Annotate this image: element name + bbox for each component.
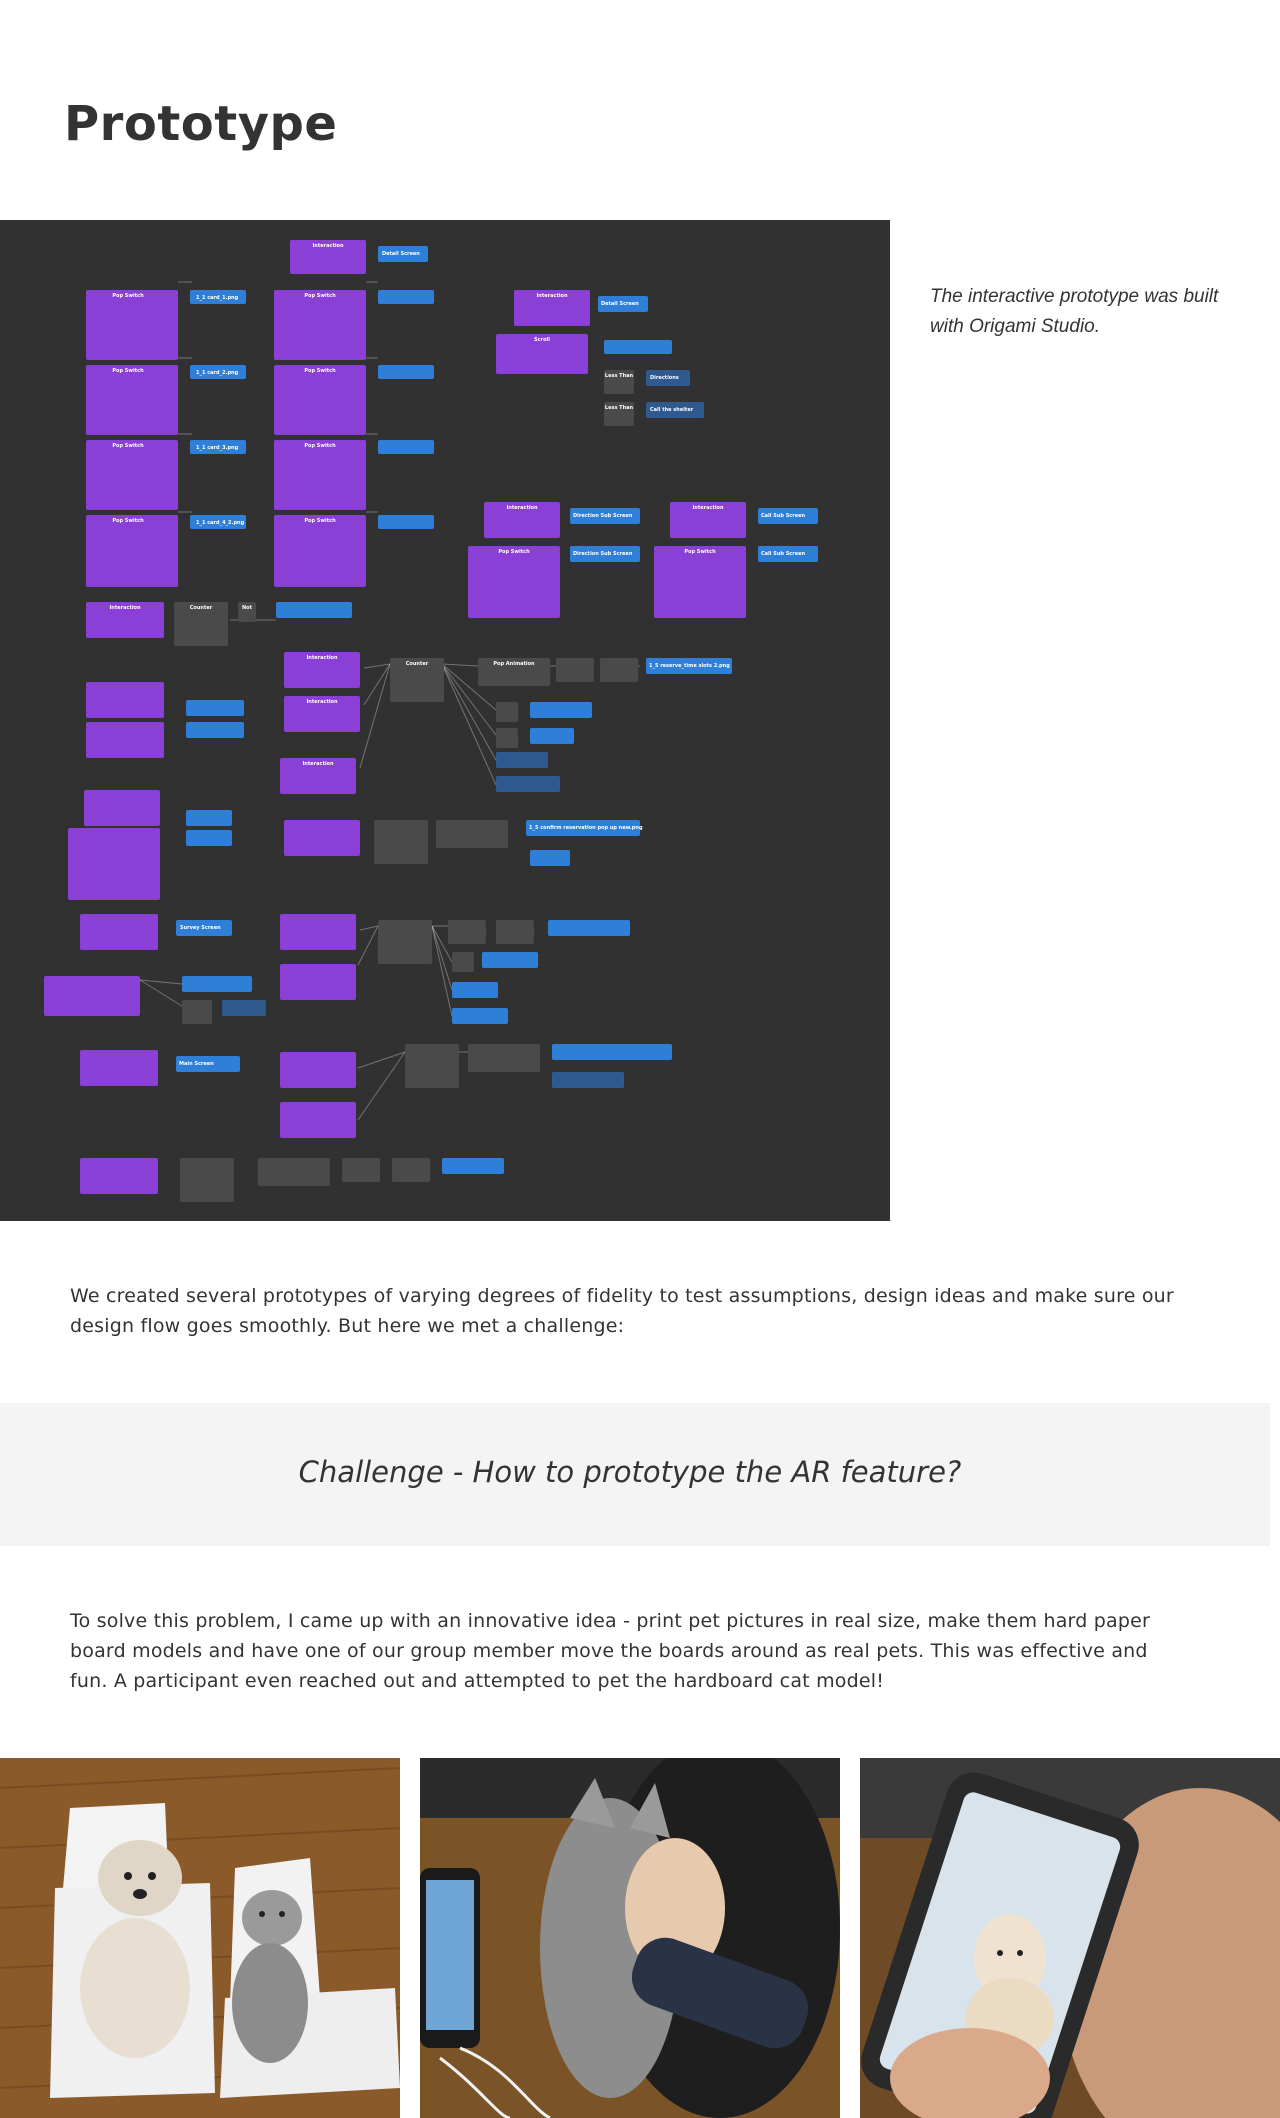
detail-cluster: Interaction Detail Screen Scroll Less Th… [496,290,704,426]
patch-call-shelter: Call the shelter [650,407,694,413]
sub-screen-cluster: Interaction Pop Switch Direction Sub Scr… [468,502,818,618]
patch-image-4: 1_1 card_4_2.png [196,520,245,526]
origami-prototype-canvas: Pop Switch Pop Switch Pop Switch Pop Swi… [0,220,890,1221]
patch-interaction-r3: Interaction [302,761,334,767]
patch-confirm-popup: 1_5 confirm reservation pop up new.png [529,825,643,831]
patch-survey-screen: Survey Screen [180,925,221,931]
patch-call-sub-1: Call Sub Screen [761,513,806,519]
patch-image-3: 1_1 card_3.png [196,445,239,451]
patch-direction-sub-1: Direction Sub Screen [573,513,633,519]
patch-interaction-a: Interaction [109,605,141,611]
photo-petting-cat-model [420,1758,840,2118]
patch-interaction-detail: Interaction [536,293,568,299]
patch-pop-switch-1: Pop Switch [112,293,144,299]
paper-dog-model [50,1803,215,2098]
photo-phone-ar-dog [860,1758,1280,2118]
patch-interaction-r2: Interaction [306,699,338,705]
patch-pop-switch-7: Pop Switch [304,443,336,449]
patch-detail-screen-top: Detail Screen [382,251,420,257]
patch-pop-switch-4: Pop Switch [112,518,144,524]
patch-pop-switch-6: Pop Switch [304,368,336,374]
patch-not-a: Not [242,605,253,611]
challenge-band: Challenge - How to prototype the AR feat… [0,1403,1270,1546]
reservation-cluster: Interaction Interaction Interaction Coun… [280,652,732,866]
patch-pop-switch-8: Pop Switch [304,518,336,524]
patch-pop-switch-3: Pop Switch [112,443,144,449]
patch-image-2: 1_1 card_2.png [196,370,239,376]
patch-counter-a: Counter [190,605,213,611]
phone-in-hand [420,1868,480,2048]
patch-pop-switch-2: Pop Switch [112,368,144,374]
patch-directions: Directions [650,375,679,381]
lower-cluster [280,914,672,1138]
patch-interaction-r1: Interaction [306,655,338,661]
challenge-title: Challenge - How to prototype the AR feat… [298,1455,962,1489]
patch-pop-switch-direction: Pop Switch [498,549,530,555]
patch-scroll: Scroll [534,337,550,343]
pop-switch-column-right: Interaction Detail Screen Pop Switch Pop… [274,240,434,587]
patch-connections [139,281,640,1121]
page-title: Prototype [64,96,338,152]
patch-less-than-2: Less Than [605,405,634,411]
photo-paper-pet-models [0,1758,400,2118]
patch-pop-switch-call: Pop Switch [684,549,716,555]
patch-interaction-direction: Interaction [506,505,538,511]
prototype-caption: The interactive prototype was built with… [930,286,1219,337]
paper-cat-model [220,1858,400,2098]
patch-call-sub-2: Call Sub Screen [761,551,806,557]
patch-image-1: 1_1 card_1.png [196,295,239,301]
list-cluster: Survey Screen Main Screen [44,682,504,1202]
solution-paragraph: To solve this problem, I came up with an… [70,1610,1150,1692]
patch-interaction-call: Interaction [692,505,724,511]
pop-switch-column-left: Pop Switch Pop Switch Pop Switch Pop Swi… [86,290,352,646]
patch-reserve-image: 1_5 reserve_time slots 2.png [649,663,730,669]
patch-less-than-1: Less Than [605,373,634,379]
patch-direction-sub-2: Direction Sub Screen [573,551,633,557]
patch-interaction-top: Interaction [312,243,344,249]
patch-pop-switch-5: Pop Switch [304,293,336,299]
patch-counter-r: Counter [406,661,429,667]
patch-detail-screen: Detail Screen [601,301,639,307]
patch-pop-animation-r: Pop Animation [493,661,535,667]
intro-paragraph: We created several prototypes of varying… [70,1285,1174,1337]
patch-main-screen: Main Screen [179,1061,214,1067]
